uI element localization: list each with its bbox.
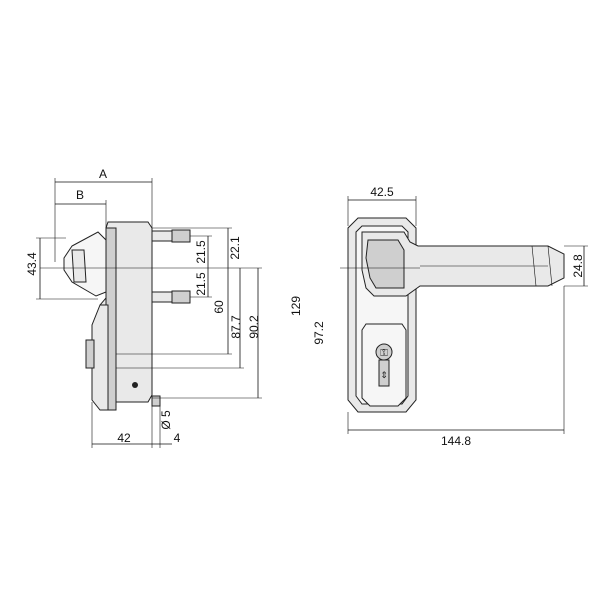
dim-label-42-5: 42.5	[370, 185, 394, 199]
dim-label-diameter-5: Ø 5	[159, 410, 173, 430]
front-view: ⚿ ⇕ 42.5 24.8 129 97.2 144.8	[289, 185, 588, 448]
side-body-lower	[91, 304, 109, 411]
side-cylinder-tail	[85, 339, 95, 369]
side-bolt-upper-head	[171, 229, 191, 243]
side-view: A B 43.4 21.5 22.1 21.5 60 87.7	[25, 167, 262, 448]
front-key-slot	[378, 359, 390, 387]
side-pin	[151, 395, 161, 407]
dim-label-60: 60	[212, 300, 226, 314]
dim-label-4: 4	[174, 431, 181, 445]
dim-label-42-side: 42	[117, 431, 131, 445]
dim-label-87-7: 87.7	[229, 315, 243, 339]
dim-label-21-5-lower: 21.5	[194, 272, 208, 296]
key-icon: ⚿	[380, 348, 388, 359]
arrow-updown-icon: ⇕	[380, 371, 388, 381]
side-screw	[132, 382, 138, 388]
dim-label-22-1: 22.1	[228, 236, 242, 260]
dim-label-144-8: 144.8	[441, 434, 471, 448]
dim-label-a: A	[99, 167, 107, 181]
side-handle-inner	[71, 249, 87, 283]
dim-label-24-8: 24.8	[571, 254, 585, 278]
front-lever-rose	[365, 239, 405, 289]
dim-label-90-2: 90.2	[247, 315, 261, 339]
front-lever	[361, 231, 565, 297]
front-lever-tip-line	[531, 245, 537, 287]
dim-label-97-2: 97.2	[312, 321, 326, 345]
dim-label-43-4: 43.4	[25, 252, 39, 276]
dim-label-129: 129	[289, 296, 303, 316]
side-bolt-lower-head	[171, 290, 191, 304]
dim-label-21-5-upper: 21.5	[194, 240, 208, 264]
dim-label-b: B	[76, 188, 84, 202]
